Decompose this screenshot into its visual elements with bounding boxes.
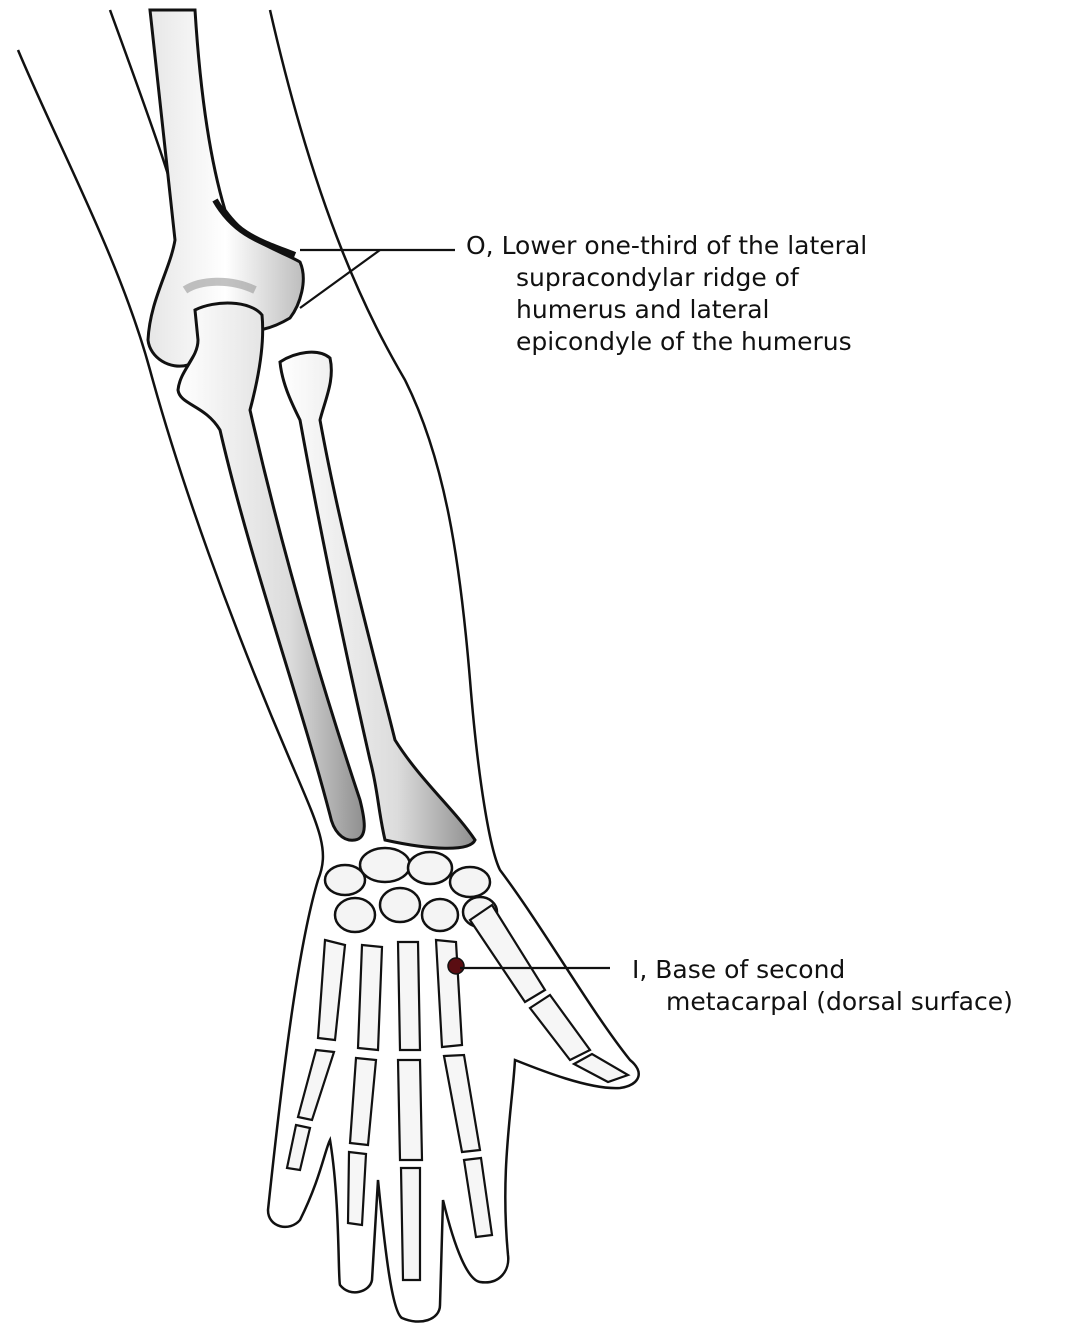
arm-outline [18,10,639,1322]
radius [280,352,475,848]
origin-annotation: O, Lower one-third of the lateral suprac… [466,230,867,358]
origin-line-3: humerus and lateral [466,294,867,326]
insertion-line-1: I, Base of second [632,954,1013,986]
insertion-marker [448,958,464,974]
origin-line-1: O, Lower one-third of the lateral [466,230,867,262]
origin-line-2: supracondylar ridge of [466,262,867,294]
origin-line-4: epicondyle of the humerus [466,326,867,358]
insertion-annotation: I, Base of second metacarpal (dorsal sur… [632,954,1013,1018]
insertion-line-2: metacarpal (dorsal surface) [632,986,1013,1018]
